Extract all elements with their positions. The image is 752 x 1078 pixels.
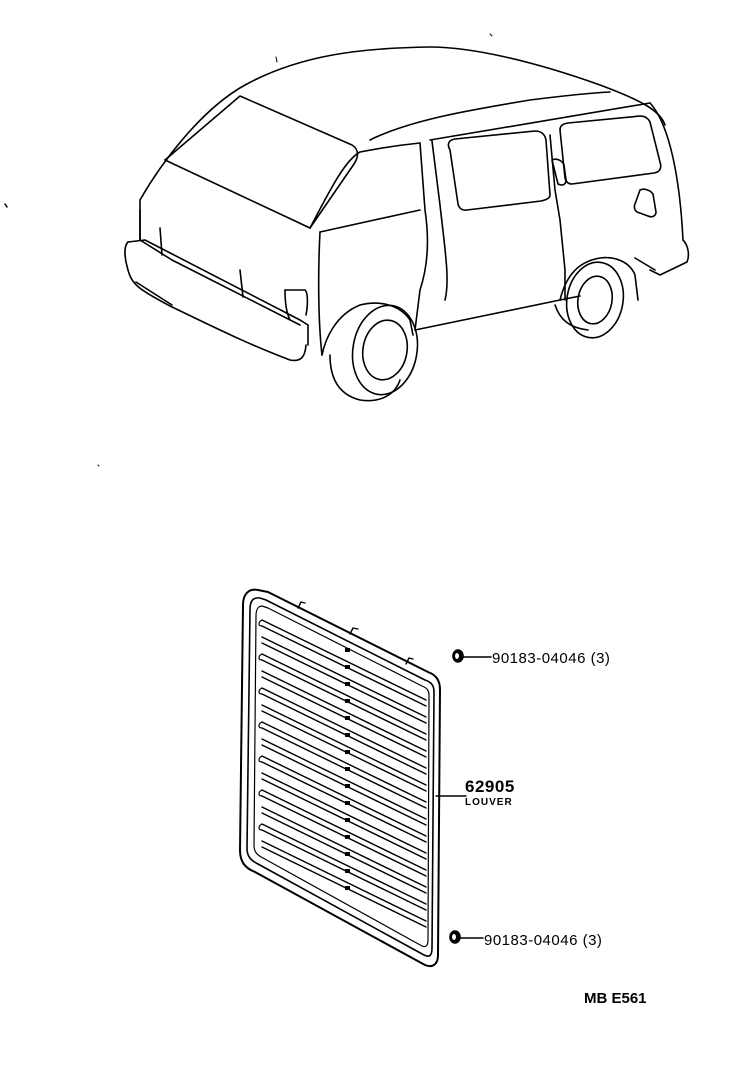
clip-icon-bottom [449,930,484,944]
clip-top-part-label: 90183-04046 (3) [492,650,611,667]
van-illustration [4,33,690,467]
figure-code: MB E561 [584,990,647,1007]
louver-part-number: 62905 [465,777,515,796]
clip-icon-top [452,649,492,663]
louver-illustration [239,588,441,968]
louver-part-name: LOUVER [465,797,513,808]
clip-bottom-part-label: 90183-04046 (3) [484,932,603,949]
